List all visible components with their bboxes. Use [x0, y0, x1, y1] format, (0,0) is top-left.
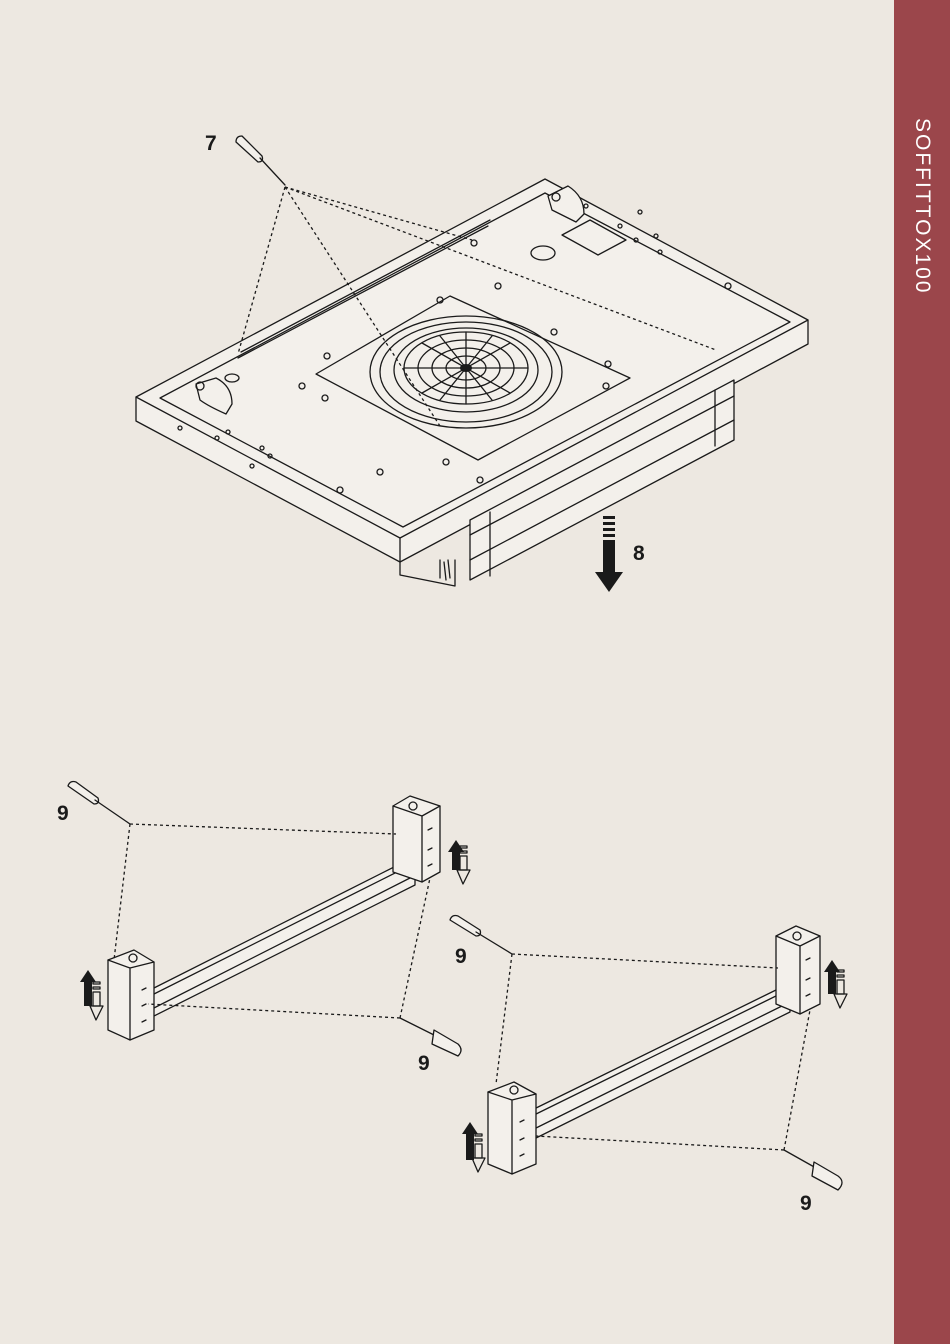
step-number-8: 8: [633, 542, 645, 565]
screwdriver-icon: [400, 1018, 461, 1056]
step-number-7: 7: [205, 132, 217, 155]
right-bracket-drawing: [488, 926, 820, 1174]
fan-grill: [404, 332, 528, 404]
down-arrow-icon: [595, 516, 623, 592]
screwdriver-icon: [68, 782, 130, 825]
screwdriver-icon: [784, 1150, 842, 1190]
step-number-9b: 9: [418, 1052, 430, 1075]
up-down-arrow-icon: [824, 960, 847, 1008]
left-bracket-drawing: [108, 796, 440, 1040]
assembly-illustration: 7 8: [0, 0, 894, 1344]
step-number-9a: 9: [57, 802, 69, 825]
screwdriver-icon: [236, 136, 285, 185]
hood-drawing: [136, 179, 808, 586]
step-number-9d: 9: [800, 1192, 812, 1215]
up-down-arrow-icon: [462, 1122, 485, 1172]
up-down-arrow-icon: [80, 970, 103, 1020]
model-title: SOFFITTOX100: [910, 118, 934, 295]
up-down-arrow-icon: [448, 840, 470, 884]
step-number-9c: 9: [455, 945, 467, 968]
